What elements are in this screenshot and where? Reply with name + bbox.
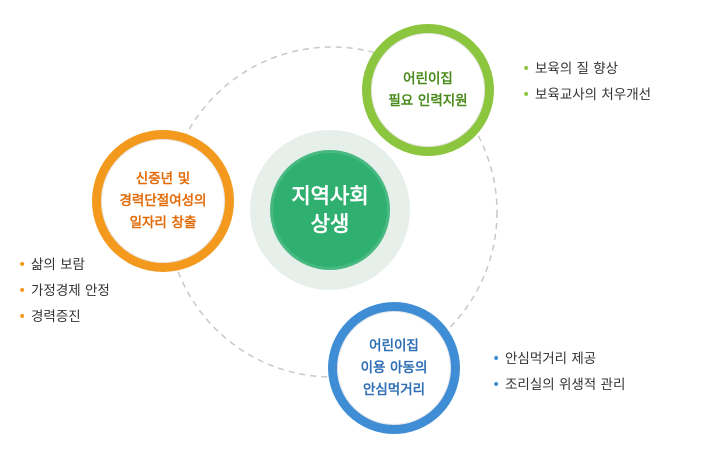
left-bullet-list: •삶의 보람 •가정경제 안정 •경력증진 xyxy=(18,252,110,330)
bullet-dot-icon: • xyxy=(18,309,27,325)
node-job-creation: 신중년 및 경력단절여성의 일자리 창출 xyxy=(92,130,234,272)
list-item: •가정경제 안정 xyxy=(18,278,110,304)
top-bullet-list: •보육의 질 향상 •보육교사의 처우개선 xyxy=(522,56,651,108)
bullet-dot-icon: • xyxy=(522,61,531,77)
node-bottom-line2: 이용 아동의 xyxy=(360,360,428,376)
bullet-dot-icon: • xyxy=(522,87,531,103)
list-item: •보육의 질 향상 xyxy=(522,56,651,82)
node-safe-food: 어린이집 이용 아동의 안심먹거리 xyxy=(328,302,460,434)
bullet-text: 보육의 질 향상 xyxy=(535,61,619,77)
node-left-line1: 신중년 및 xyxy=(135,171,191,187)
bullet-text: 조리실의 위생적 관리 xyxy=(505,377,626,393)
bullet-text: 가정경제 안정 xyxy=(31,283,110,299)
center-circle: 지역사회 상생 xyxy=(270,150,390,270)
bottom-bullet-list: •안심먹거리 제공 •조리실의 위생적 관리 xyxy=(492,346,625,398)
node-left-line3: 일자리 창출 xyxy=(129,215,197,231)
bullet-text: 안심먹거리 제공 xyxy=(505,351,597,367)
node-bottom-line1: 어린이집 xyxy=(369,338,419,354)
bullet-text: 경력증진 xyxy=(31,309,81,325)
bullet-text: 보육교사의 처우개선 xyxy=(535,87,652,103)
center-title-line1: 지역사회 xyxy=(291,184,369,208)
center-title-line2: 상생 xyxy=(310,212,350,236)
bullet-dot-icon: • xyxy=(18,257,27,273)
list-item: •안심먹거리 제공 xyxy=(492,346,625,372)
node-bottom-line3: 안심먹거리 xyxy=(362,382,426,398)
list-item: •경력증진 xyxy=(18,304,110,330)
list-item: •조리실의 위생적 관리 xyxy=(492,372,625,398)
list-item: •삶의 보람 xyxy=(18,252,110,278)
node-top-line2: 필요 인력지원 xyxy=(388,93,468,109)
bullet-dot-icon: • xyxy=(18,283,27,299)
list-item: •보육교사의 처우개선 xyxy=(522,82,651,108)
node-top-line1: 어린이집 xyxy=(403,71,453,87)
node-daycare-staff-support: 어린이집 필요 인력지원 xyxy=(362,24,494,156)
bullet-dot-icon: • xyxy=(492,377,501,393)
bullet-text: 삶의 보람 xyxy=(31,257,85,273)
bullet-dot-icon: • xyxy=(492,351,501,367)
node-left-line2: 경력단절여성의 xyxy=(119,193,207,209)
